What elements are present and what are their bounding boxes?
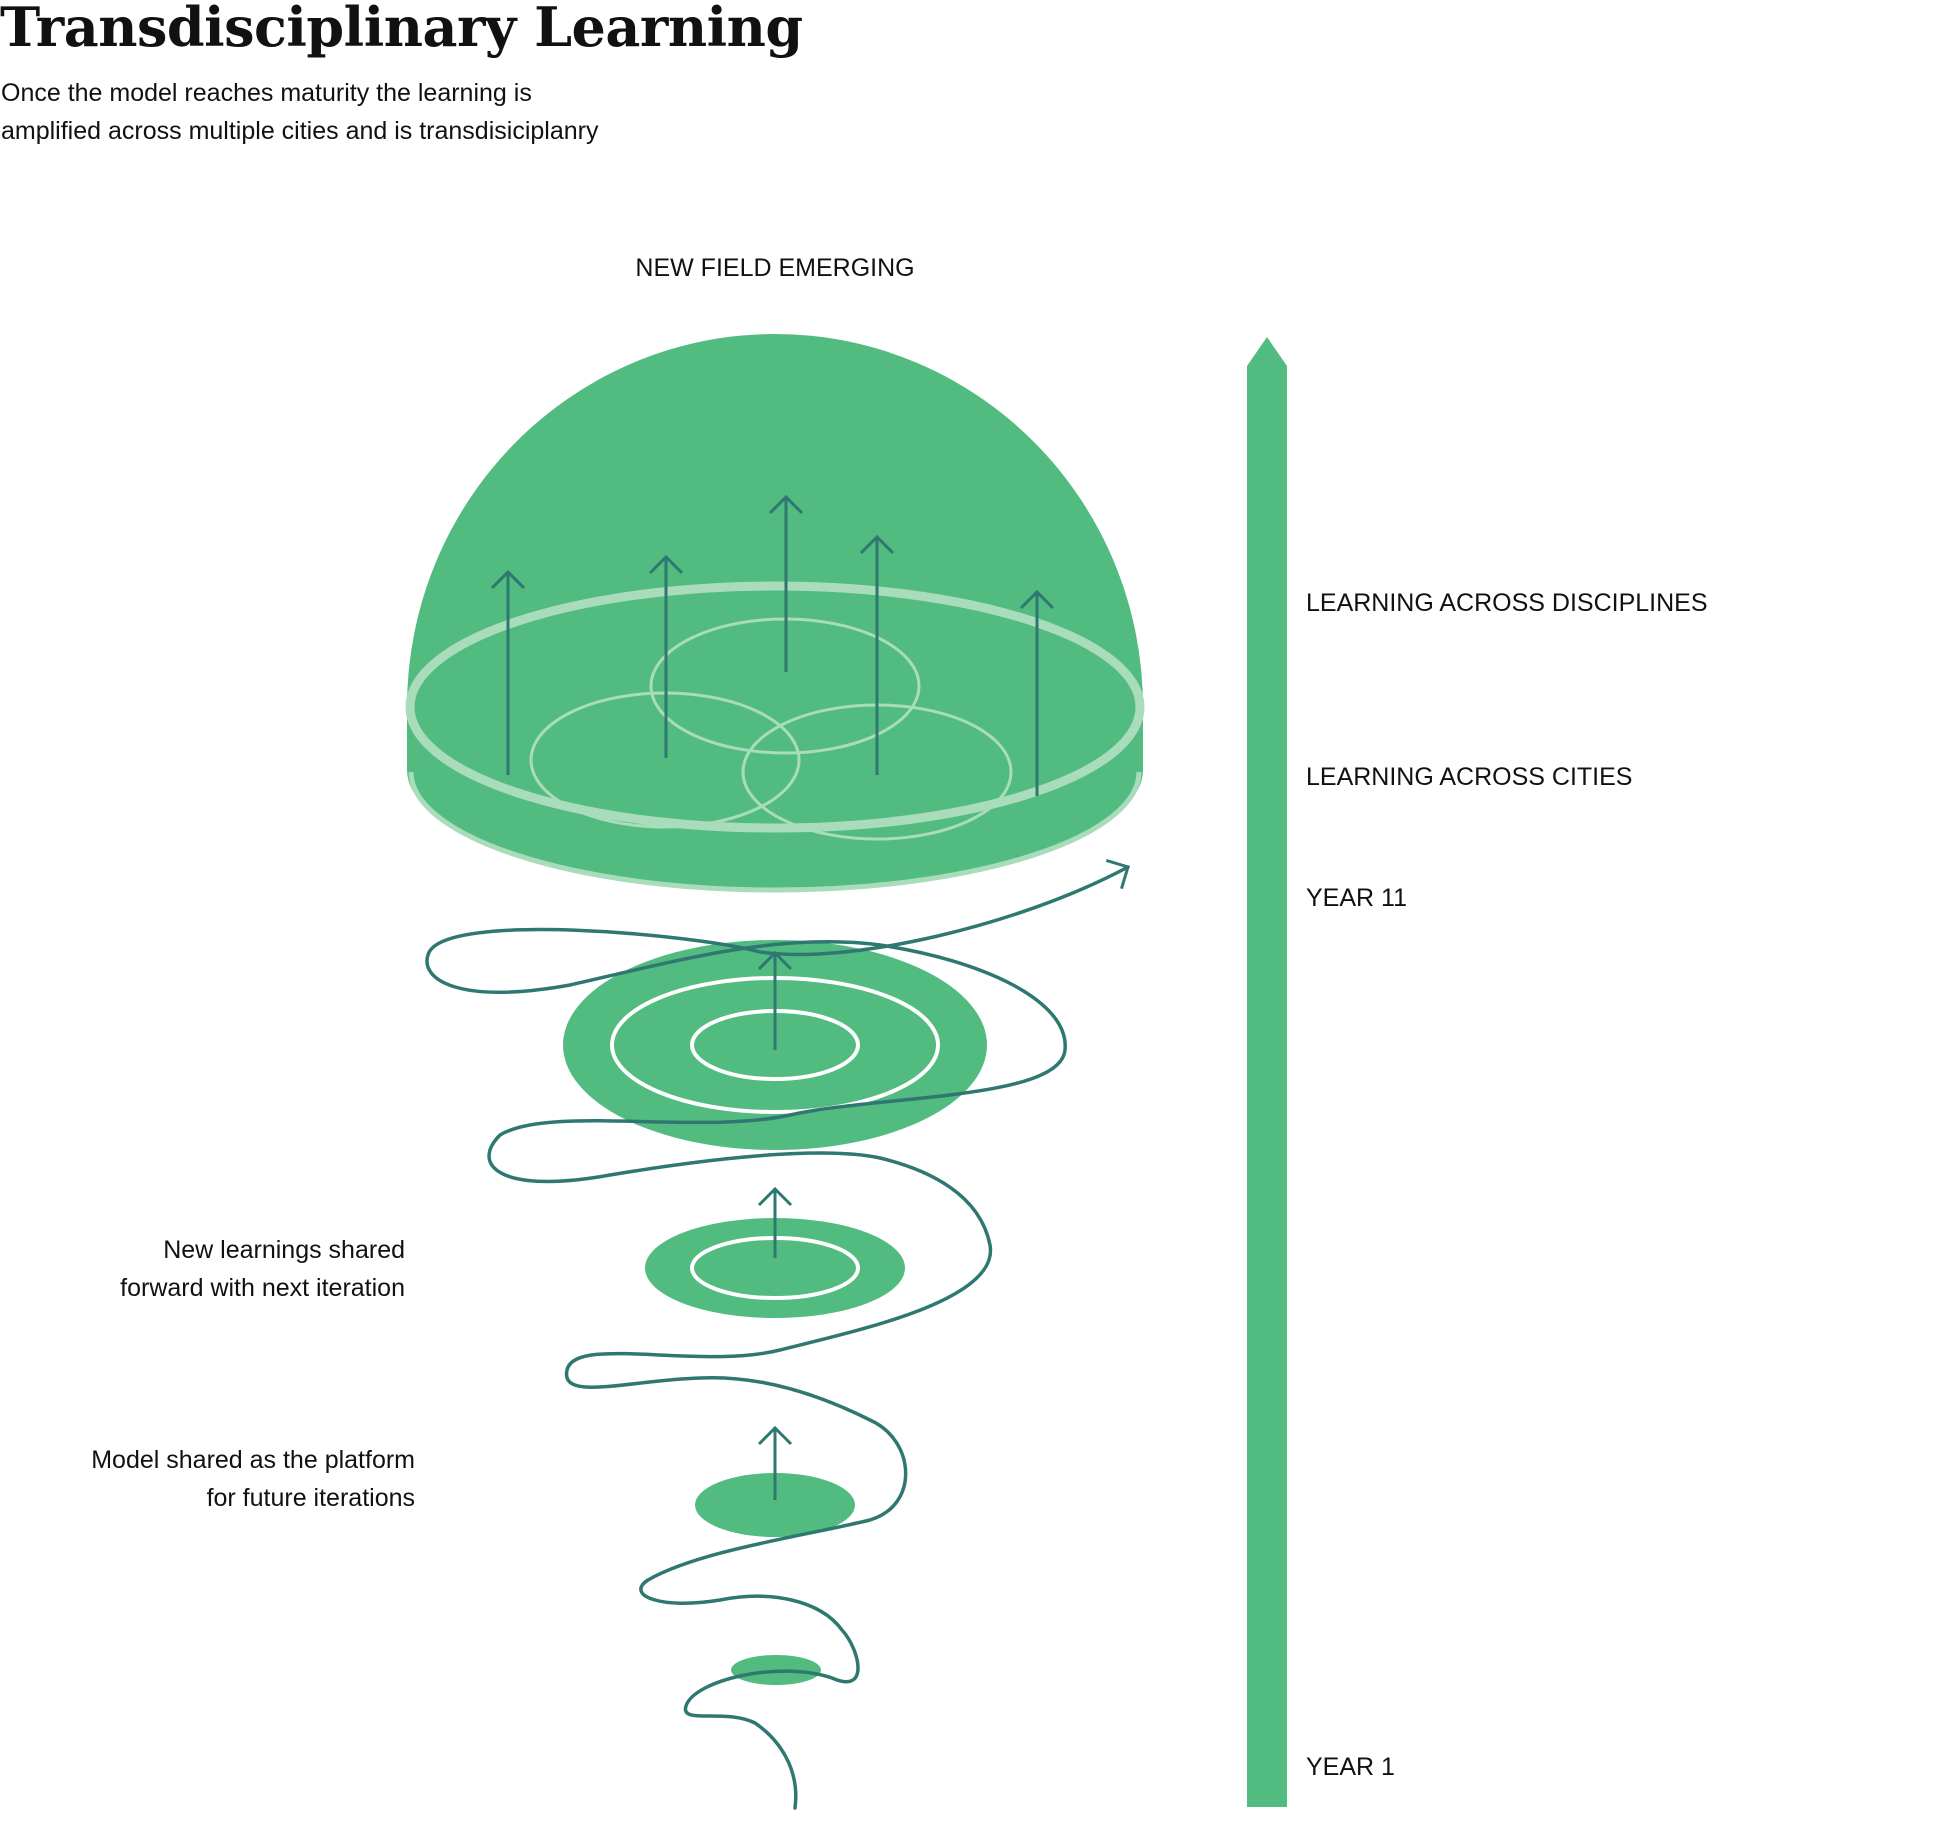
growth-spiral [425, 859, 1130, 1810]
new-field-emerging-label: NEW FIELD EMERGING [635, 254, 914, 282]
page-title: Transdisciplinary Learning [0, 0, 803, 59]
dome-shape [407, 334, 1143, 888]
label-year-1: YEAR 1 [1306, 1753, 1395, 1781]
note-new-learnings-line-2: forward with next iteration [120, 1274, 405, 1302]
note-platform-line-1: Model shared as the platform [91, 1446, 415, 1474]
note-platform-line-2: for future iterations [207, 1484, 415, 1512]
label-learning-across-cities: LEARNING ACROSS CITIES [1306, 763, 1632, 791]
dome-base-rim [408, 771, 1142, 893]
label-learning-across-disciplines: LEARNING ACROSS DISCIPLINES [1306, 589, 1708, 617]
dome-rim [405, 581, 1145, 833]
disc-2 [695, 1473, 855, 1537]
dome [405, 334, 1145, 893]
stage-disc-4 [563, 940, 987, 1150]
disc-3 [645, 1218, 905, 1318]
page-subtitle: Once the model reaches maturity the lear… [1, 74, 761, 150]
note-new-learnings-line-1: New learnings shared [163, 1236, 405, 1264]
subtitle-line-2: amplified across multiple cities and is … [1, 117, 599, 145]
label-year-11: YEAR 11 [1306, 884, 1407, 912]
stage-disc-3 [645, 1186, 905, 1318]
timeline-bar [1247, 337, 1287, 1807]
stage-disc-2 [695, 1425, 855, 1537]
subtitle-line-1: Once the model reaches maturity the lear… [1, 79, 532, 107]
